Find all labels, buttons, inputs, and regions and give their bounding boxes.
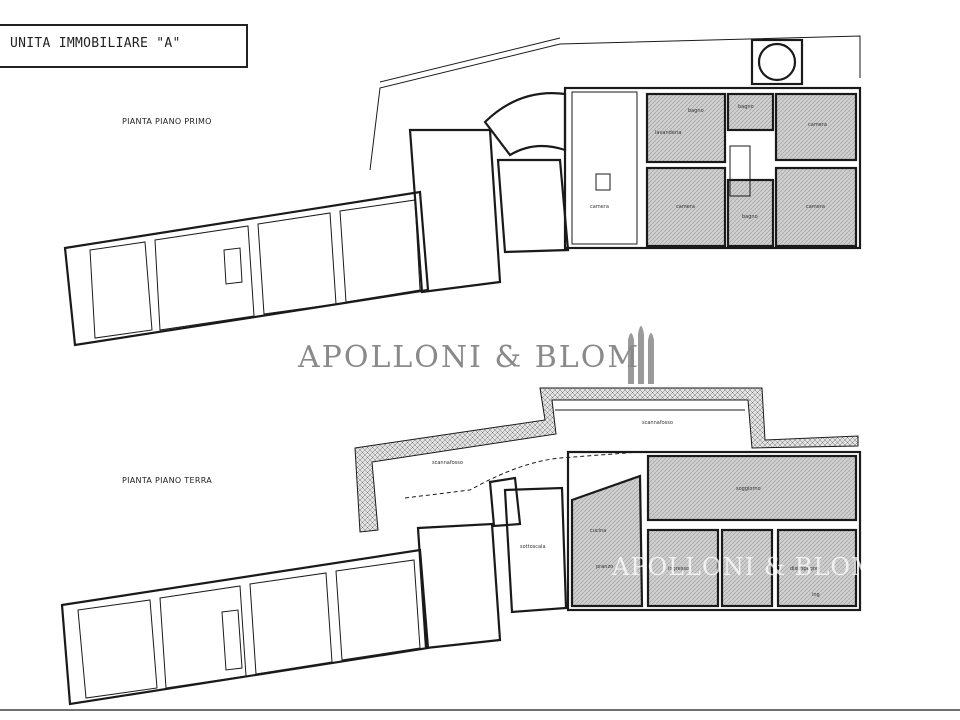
lower-room-disimpegno <box>776 528 858 608</box>
title-box: UNITA IMMOBILIARE "A" <box>0 24 248 68</box>
lower-central-block <box>416 522 502 650</box>
upper-tower-frame <box>750 38 804 86</box>
upper-label-camera-a: camera <box>590 204 609 210</box>
upper-label-lavanderia: lavanderia <box>655 130 681 136</box>
upper-site-boundary-2 <box>379 37 561 83</box>
lower-room-4 <box>335 559 421 661</box>
upper-label-camera-d: camera <box>806 204 825 210</box>
upper-central-block <box>408 128 502 294</box>
upper-room-bagno2 <box>726 92 775 132</box>
lower-right-block <box>566 450 862 612</box>
upper-label-bagno1: bagno <box>688 108 704 114</box>
brand-watermark-overlay: APOLLONI & BLOM <box>612 553 877 581</box>
lower-label-sottoscala: sottoscala <box>520 544 546 550</box>
lower-room-soggiorno <box>646 454 858 522</box>
lower-label-disimpegno: disimpegno <box>790 566 819 572</box>
upper-tower-circle <box>757 42 797 82</box>
upper-room-camera-c <box>774 92 858 162</box>
lower-label-pranzo: pranzo <box>596 564 613 570</box>
lower-label-ing: ing <box>812 592 820 598</box>
lower-retaining-wall <box>354 387 859 533</box>
upper-label-camera-c: camera <box>808 122 827 128</box>
upper-label-bagno3: bagno <box>742 214 758 220</box>
lower-room-cucina <box>570 474 644 608</box>
upper-room-4 <box>339 199 421 303</box>
upper-stair-left <box>223 247 243 285</box>
lower-label-scannafosso-2: scannafosso <box>432 460 463 466</box>
lower-plan-label: PIANTA PIANO TERRA <box>122 476 213 485</box>
lower-label-soggiorno: soggiorno <box>736 486 761 492</box>
upper-central-room <box>496 158 570 254</box>
lower-room-ingresso <box>720 528 774 608</box>
upper-room-1 <box>89 241 153 339</box>
upper-room-lavanderia <box>645 92 727 164</box>
cypress-logo <box>628 326 654 384</box>
lower-room-3 <box>249 572 333 675</box>
upper-stair-right <box>729 145 751 197</box>
unit-title: UNITA IMMOBILIARE "A" <box>10 36 181 51</box>
upper-site-boundary <box>369 35 861 171</box>
upper-plan-label: PIANTA PIANO PRIMO <box>122 117 212 126</box>
upper-room-camera-d <box>774 166 858 248</box>
lower-label-cucina: cucina <box>590 528 606 534</box>
lower-label-ingresso: ingresso <box>668 566 689 572</box>
lower-room-pranzo <box>646 528 720 608</box>
lower-room-2 <box>159 585 247 689</box>
lower-central-room <box>503 486 568 614</box>
upper-camera-white <box>571 91 638 245</box>
upper-label-bagno2: bagno <box>738 104 754 110</box>
upper-room-2 <box>154 225 255 331</box>
lower-left-wing <box>60 548 430 706</box>
upper-room-3 <box>257 212 337 315</box>
upper-right-block <box>563 86 862 250</box>
lower-label-scannafosso: scannafosso <box>642 420 673 426</box>
lower-stair-left <box>221 609 243 671</box>
upper-room-camera-a <box>645 166 727 248</box>
upper-skylight <box>595 173 611 191</box>
upper-left-wing <box>63 190 430 347</box>
lower-room-1 <box>77 599 158 699</box>
lower-stair-center <box>488 476 522 528</box>
upper-label-camera-b: camera <box>676 204 695 210</box>
upper-spiral-stair <box>483 92 567 157</box>
brand-watermark: APOLLONI & BLOM <box>298 340 641 375</box>
